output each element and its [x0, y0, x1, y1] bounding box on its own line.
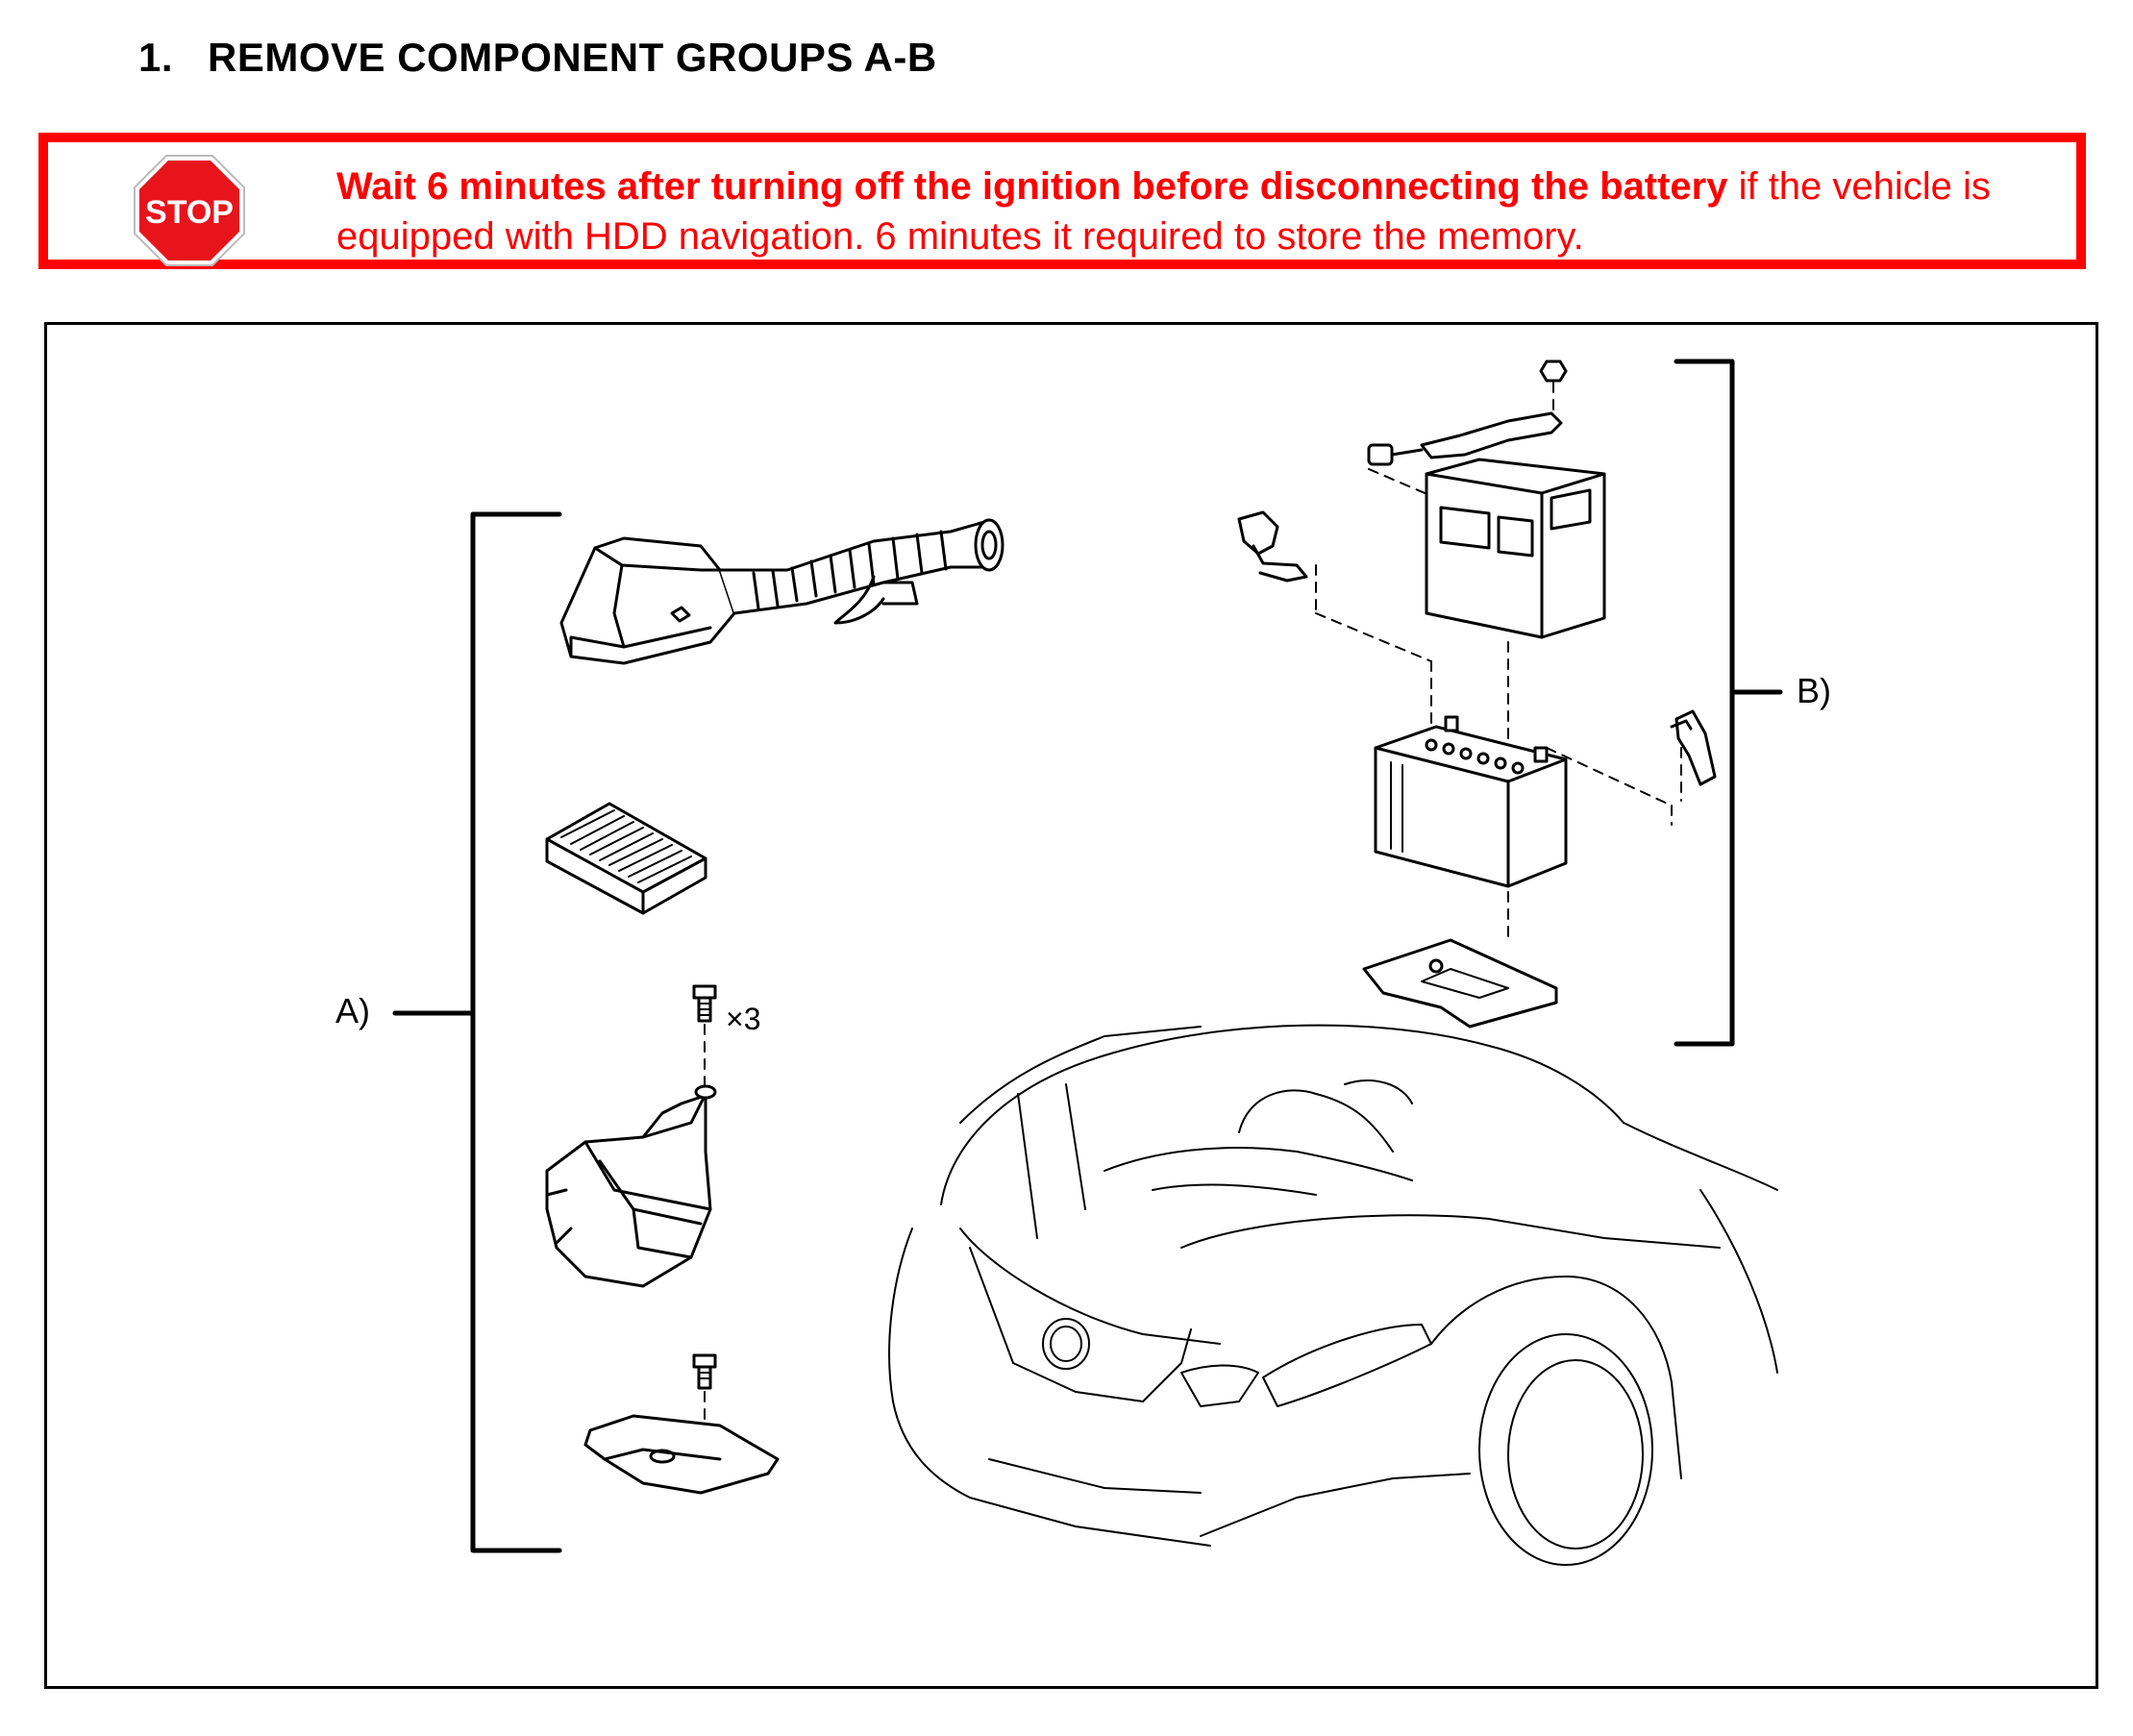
warning-bold-text: Wait 6 minutes after turning off the ign… — [336, 165, 1728, 208]
terminal-cover-icon — [1670, 709, 1717, 802]
warning-normal-text: if the vehicle is equipped with HDD navi… — [336, 165, 1991, 258]
diagram-drawing: ×3 — [392, 359, 1783, 1566]
group-b-bracket — [1674, 359, 1783, 1047]
battery-box-icon — [1425, 458, 1606, 739]
step-title: REMOVE COMPONENT GROUPS A-B — [208, 35, 937, 80]
parts-diagram: ×3 — [44, 322, 2098, 1689]
air-filter-element-icon — [545, 802, 707, 915]
stop-sign-text: STOP — [145, 194, 234, 231]
battery-carrier-icon — [1362, 938, 1558, 1029]
battery-cable-icon — [1367, 360, 1568, 513]
bolt-icon — [692, 984, 717, 1085]
step-heading: 1. REMOVE COMPONENT GROUPS A-B — [138, 35, 937, 81]
warning-text: Wait 6 minutes after turning off the ign… — [336, 161, 2047, 261]
intake-cover-icon — [583, 1353, 780, 1495]
bolt-count-label: ×3 — [726, 1002, 760, 1036]
group-a-bracket — [392, 511, 562, 1553]
air-cleaner-cap-with-hose-icon — [559, 518, 1004, 665]
battery-icon — [1374, 715, 1673, 941]
step-number: 1. — [138, 35, 174, 80]
air-cleaner-case-icon — [545, 1084, 717, 1288]
group-a-label: A) — [335, 991, 370, 1030]
group-b-label: B) — [1797, 671, 1831, 710]
warning-box: STOP Wait 6 minutes after turning off th… — [38, 133, 2086, 269]
stop-sign-icon: STOP — [134, 155, 245, 266]
battery-clamp-icon — [1237, 510, 1432, 730]
vehicle-front-icon — [888, 1024, 1778, 1566]
